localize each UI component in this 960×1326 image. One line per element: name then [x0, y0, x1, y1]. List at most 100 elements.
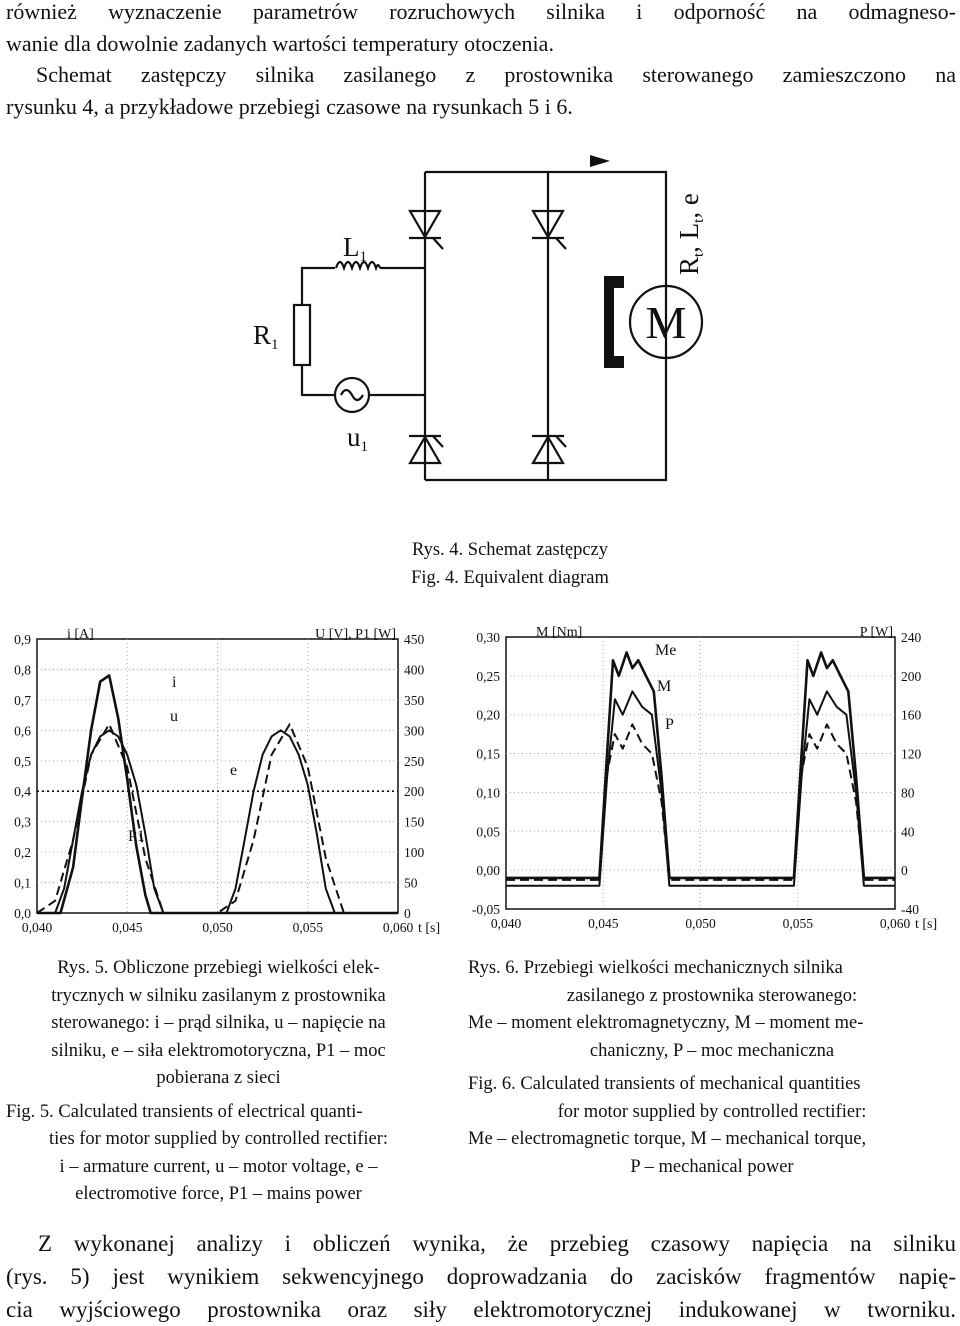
y-right-tick-label: 160	[901, 708, 922, 723]
fig6-en-line-4: P – mechanical power	[630, 1156, 794, 1177]
annotation-u: u	[170, 708, 178, 725]
intro-line-1: również wyznaczenie parametrów rozruchow…	[6, 0, 956, 24]
series-line-p1	[36, 723, 398, 914]
conclusion-paragraph: Z wykonanej analizy i obliczeń wynika, ż…	[6, 1227, 956, 1326]
y-left-tick-label: 0,0	[14, 906, 31, 921]
y-right-tick-label: 40	[901, 824, 915, 839]
y-right-axis-label: U [V], P1 [W]	[315, 627, 396, 642]
intro-paragraph: również wyznaczenie parametrów rozruchow…	[6, 0, 956, 122]
fig6-pl-line-1: Rys. 6. Przebiegi wielkości mechanicznyc…	[468, 958, 843, 978]
fig6-en-line-2: for motor supplied by controlled rectifi…	[557, 1101, 867, 1122]
y-right-tick-label: 250	[404, 754, 425, 769]
y-left-tick-label: 0,4	[14, 784, 31, 799]
y-right-tick-label: 300	[404, 723, 425, 738]
mechanical-transients-chart: -0,05 0,00 0,05 0,10 0,15 0,20 0,25 0,30 -40 0 40 8…	[472, 625, 937, 932]
fig6-en-line-1: Fig. 6. Calculated transients of mechani…	[468, 1074, 861, 1094]
y-left-tick-label: 0,3	[14, 815, 31, 830]
y-right-tick-label: 150	[404, 815, 425, 830]
x-tick-label: 0,045	[588, 916, 619, 931]
figure5-caption: Rys. 5. Obliczone przebiegi wielkości el…	[6, 955, 431, 1209]
figure4-caption-pl: Rys. 4. Schemat zastępczy	[411, 540, 609, 560]
y-left-axis-label: i [A]	[67, 627, 94, 642]
y-right-tick-label: 100	[404, 845, 425, 860]
y-right-tick-label: 0	[901, 863, 908, 878]
y-left-tick-label: 0,1	[14, 876, 31, 891]
series-line-u	[37, 729, 398, 914]
x-tick-label: 0,050	[202, 920, 233, 935]
annotation-p1: P1	[128, 828, 145, 845]
motor-parameters-label: Rt, Lt, e	[674, 193, 707, 275]
conclusion-line-2: (rys. 5) jest wynikiem sekwencyjnego dop…	[6, 1264, 956, 1289]
y-left-tick-label: 0,7	[14, 693, 31, 708]
y-right-tick-label: 200	[404, 784, 425, 799]
x-tick-label: 0,050	[685, 916, 716, 931]
y-right-tick-label: 0	[404, 906, 411, 921]
y-left-tick-label: 0,8	[14, 662, 31, 677]
y-left-tick-label: 0,30	[476, 630, 500, 645]
x-axis-label: t [s]	[915, 917, 937, 932]
conclusion-line-1: Z wykonanej analizy i obliczeń wynika, ż…	[38, 1231, 956, 1256]
figure4-caption-en: Fig. 4. Equivalent diagram	[411, 568, 609, 588]
fig6-pl-line-3: Me – moment elektromagnetyczny, M – mome…	[468, 1013, 864, 1033]
x-tick-label: 0,060	[880, 916, 911, 931]
x-axis-label: t [s]	[418, 921, 440, 936]
equivalent-circuit-diagram: L1 R1 u1 M Rt, Lt, e	[253, 155, 707, 482]
annotation-i: i	[172, 674, 177, 691]
conclusion-line-3: cia wyjściowego prostownika oraz siły el…	[6, 1297, 956, 1322]
y-right-tick-label: 400	[404, 662, 425, 677]
y-right-tick-label: 120	[901, 747, 922, 762]
x-tick-label: 0,040	[491, 916, 522, 931]
intro-line-2: wanie dla dowolnie zadanych wartości tem…	[6, 30, 554, 56]
x-tick-label: 0,055	[293, 920, 324, 935]
fig6-pl-line-4: chaniczny, P – moc mechaniczna	[589, 1040, 835, 1061]
y-right-axis-label: P [W]	[860, 625, 893, 640]
fig6-en-line-3: Me – electromagnetic torque, M – mechani…	[468, 1129, 867, 1149]
y-right-tick-label: -40	[901, 902, 919, 917]
fig6-pl-line-2: zasilanego z prostownika sterowanego:	[566, 985, 858, 1006]
intro-line-4: rysunku 4, a przykładowe przebiegi czaso…	[6, 93, 573, 119]
intro-line-3: Schemat zastępczy silnika zasilanego z p…	[36, 62, 956, 87]
motor-label: M	[646, 297, 687, 348]
y-left-tick-label: 0,05	[476, 824, 500, 839]
x-tick-label: 0,040	[22, 920, 53, 935]
fig5-pl-line-4: silniku, e – siła elektromotoryczna, P1 …	[51, 1040, 386, 1061]
fig5-pl-line-1: Rys. 5. Obliczone przebiegi wielkości el…	[57, 958, 380, 978]
current-arrow-icon	[590, 155, 610, 167]
y-left-tick-label: -0,05	[472, 902, 500, 917]
fig5-pl-line-2: trycznych w silniku zasilanym z prostown…	[51, 985, 386, 1006]
inductor-label: L1	[343, 232, 367, 265]
x-tick-label: 0,060	[383, 920, 414, 935]
fig5-en-line-3: i – armature current, u – motor voltage,…	[59, 1156, 378, 1177]
annotation-m: M	[657, 678, 671, 695]
annotation-me: Me	[655, 642, 676, 659]
series-line-m	[506, 690, 895, 887]
figure6-caption: Rys. 6. Przebiegi wielkości mechanicznyc…	[468, 955, 956, 1181]
motor-brush-icon	[604, 276, 624, 368]
fig5-en-line-2: ties for motor supplied by controlled re…	[48, 1129, 389, 1149]
y-left-tick-label: 0,25	[476, 669, 500, 684]
electrical-transients-chart: 0,00,10,20,30,40,50,60,70,80,90501001502…	[14, 627, 440, 936]
y-left-tick-label: 0,10	[476, 785, 500, 800]
fig5-pl-line-5: pobierana z sieci	[156, 1068, 281, 1088]
series-line-me	[506, 651, 895, 880]
fig5-pl-line-3: sterowanego: i – prąd silnika, u – napię…	[51, 1013, 386, 1033]
y-left-tick-label: 0,15	[476, 747, 500, 762]
y-left-tick-label: 0,2	[14, 845, 31, 860]
x-tick-label: 0,045	[112, 920, 143, 935]
series-line-p	[506, 723, 895, 881]
annotation-p: P	[665, 716, 674, 733]
y-left-tick-label: 0,20	[476, 708, 500, 723]
x-tick-label: 0,055	[783, 916, 814, 931]
y-right-tick-label: 50	[404, 876, 418, 891]
y-right-tick-label: 200	[901, 669, 922, 684]
fig5-en-line-1: Fig. 5. Calculated transients of electri…	[6, 1101, 363, 1122]
annotation-e: e	[230, 762, 237, 779]
y-right-tick-label: 350	[404, 693, 425, 708]
y-left-tick-label: 0,9	[14, 632, 31, 647]
resistor-label: R1	[253, 320, 279, 353]
y-left-tick-label: 0,5	[14, 754, 31, 769]
y-right-tick-label: 450	[404, 632, 425, 647]
source-label: u1	[347, 422, 368, 455]
y-left-tick-label: 0,00	[476, 863, 500, 878]
y-right-tick-label: 80	[901, 785, 915, 800]
